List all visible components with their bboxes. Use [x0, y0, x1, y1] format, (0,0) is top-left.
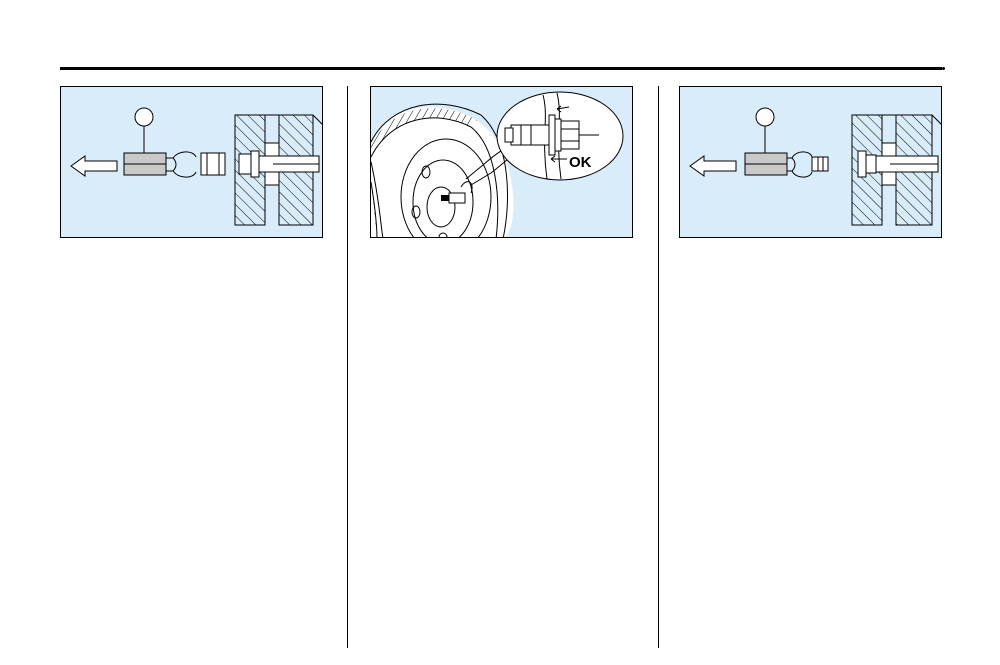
- column-divider-2: [658, 86, 659, 648]
- gap-arrow-bottom: [550, 155, 567, 163]
- tire-outer-edge: [371, 103, 482, 143]
- illustration-remove-adapter-left-drawing: [70, 107, 322, 226]
- callout-circle: [134, 107, 154, 127]
- illustration-remove-adapter-right-drawing: [689, 107, 941, 226]
- adapter-jaw: [787, 151, 813, 178]
- column-divider-1: [347, 86, 348, 648]
- valve-stem-zoom: [510, 124, 550, 146]
- illustration-wheel-valve: OK: [370, 86, 633, 238]
- pull-arrow-icon: [689, 155, 737, 177]
- callout-circle: [755, 107, 775, 127]
- washer: [548, 114, 556, 156]
- adapter-jaw: [166, 151, 197, 178]
- pull-arrow-icon: [70, 155, 118, 177]
- valve-cap-nut: [238, 153, 252, 175]
- valve-cap: [811, 156, 829, 172]
- hex-adapter-nut: [200, 152, 226, 176]
- valve-flange: [857, 150, 867, 178]
- wheel-hub: [426, 186, 456, 228]
- header-rule: [60, 67, 942, 70]
- illustration-wheel-valve-drawing: OK: [371, 91, 624, 237]
- gap-arrow-top: [556, 105, 570, 113]
- hex-nut-zoom: [560, 120, 580, 150]
- header-rule-dot: [942, 67, 945, 70]
- tire-tread: [371, 108, 477, 157]
- valve-body: [448, 192, 466, 204]
- ok-label: OK: [569, 154, 592, 171]
- illustration-remove-adapter-right: [679, 86, 942, 238]
- illustration-remove-adapter-left: [60, 86, 323, 238]
